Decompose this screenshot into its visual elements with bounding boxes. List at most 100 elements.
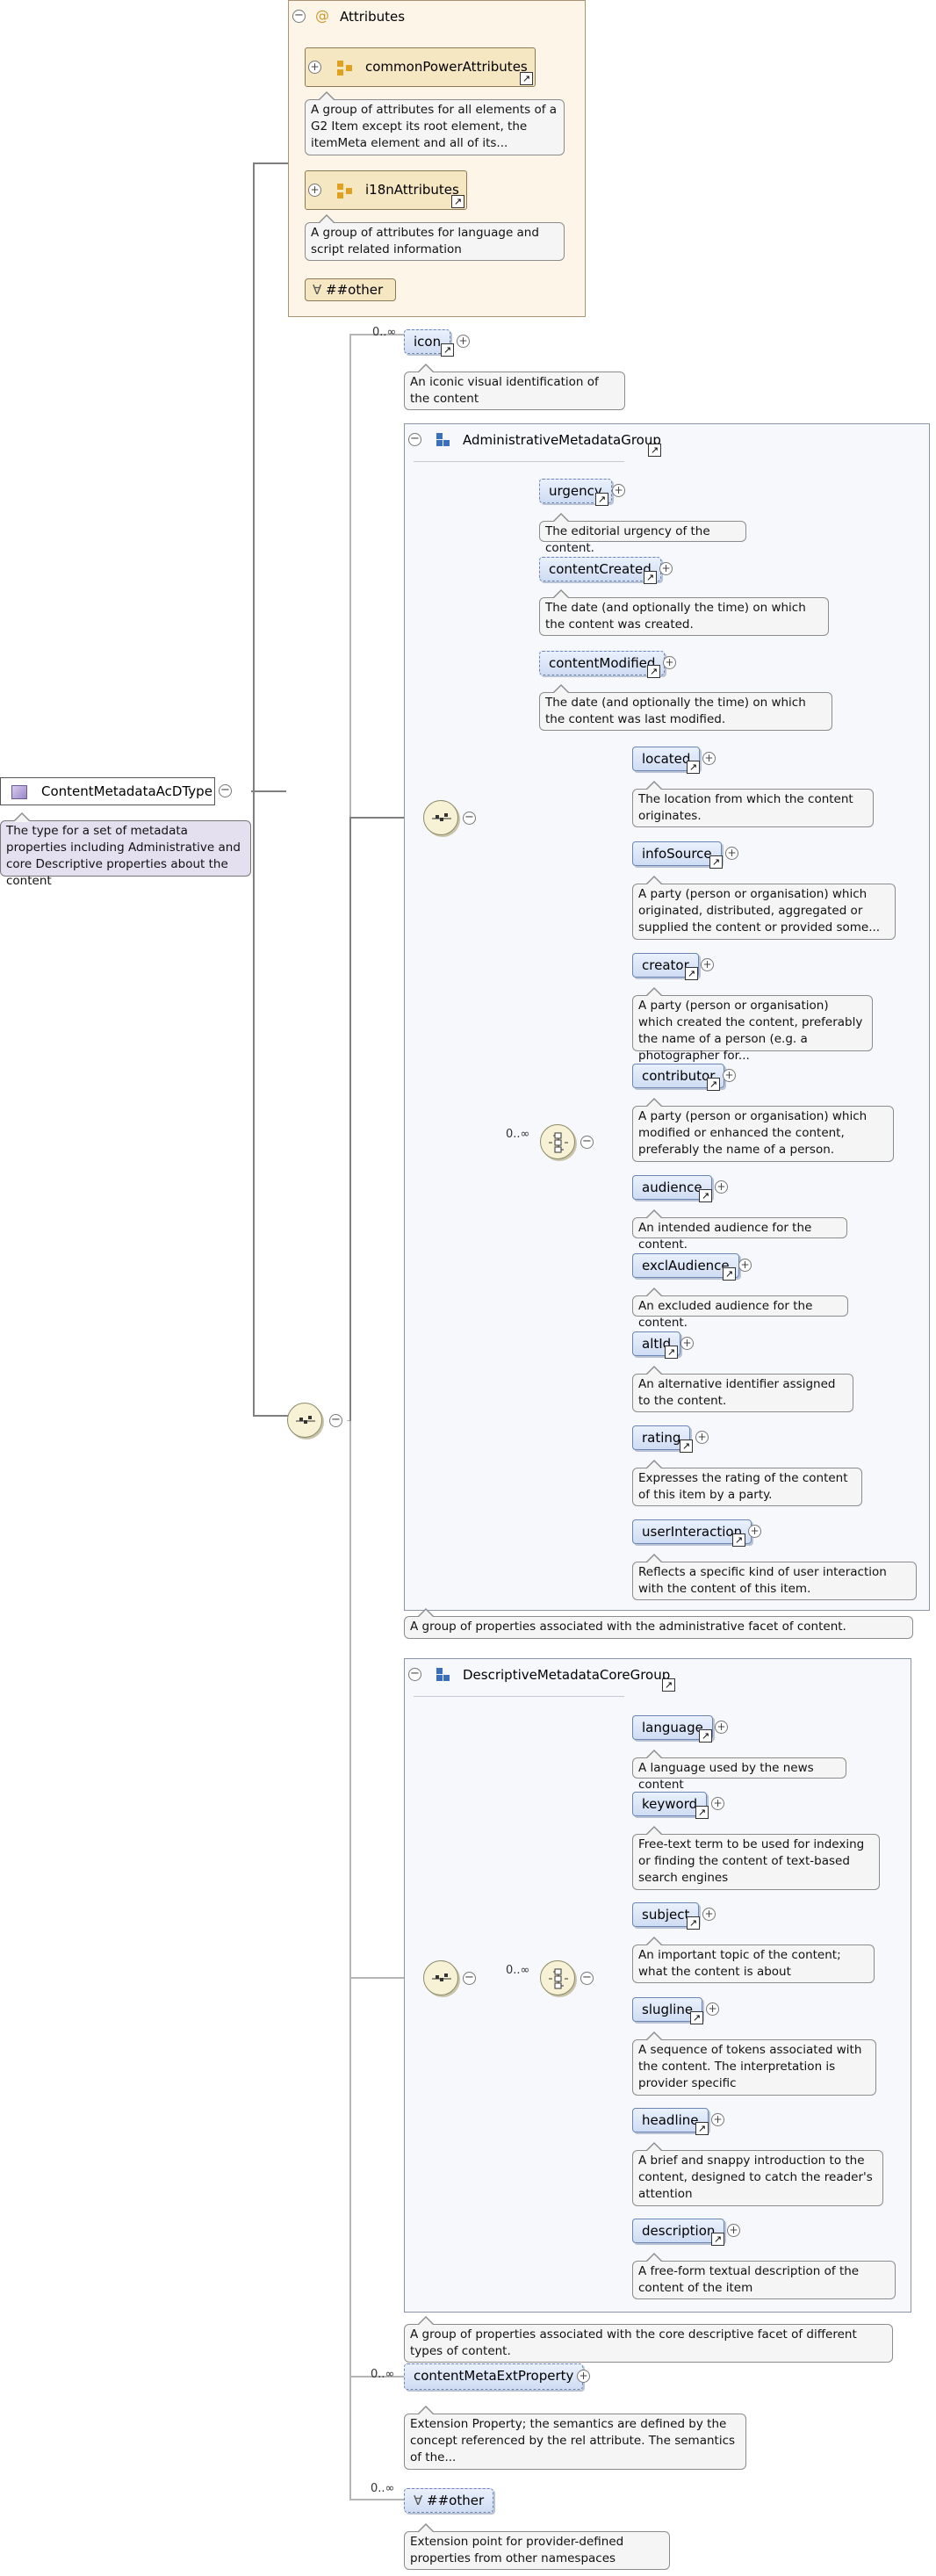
goto-definition-icon[interactable]: ↗ — [644, 571, 657, 584]
icon-cardinality: 0..∞ — [372, 326, 397, 339]
ext-cardinality: 0..∞ — [371, 2368, 395, 2381]
root-type[interactable]: ContentMetadataAcDType — [0, 777, 215, 805]
collapse-sequence-button[interactable]: − — [463, 812, 476, 825]
expand-element-button[interactable]: + — [659, 562, 673, 575]
expand-element-button[interactable]: + — [695, 1431, 709, 1444]
element-doc: An alternative identifier assigned to th… — [632, 1366, 853, 1412]
wildcard-icon: ∀ — [414, 2493, 423, 2508]
expand-element-button[interactable]: + — [715, 1721, 728, 1734]
attr-any-other[interactable]: ∀ ##other — [305, 278, 396, 301]
expand-element-button[interactable]: + — [663, 656, 676, 669]
element-contentMetaExtProperty[interactable]: contentMetaExtProperty — [404, 2363, 584, 2390]
element-name: userInteraction — [642, 1524, 743, 1540]
expand-element-button[interactable]: + — [680, 1337, 694, 1350]
goto-definition-icon[interactable]: ↗ — [732, 1533, 745, 1547]
element-doc: A party (person or organisation) which c… — [632, 987, 873, 1063]
goto-definition-icon[interactable]: ↗ — [595, 493, 608, 506]
goto-definition-icon[interactable]: ↗ — [520, 72, 533, 85]
element-exclAudience[interactable]: exclAudience — [632, 1253, 739, 1278]
collapse-group-button[interactable]: − — [408, 1668, 421, 1681]
complex-type-icon — [11, 785, 27, 799]
collapse-root-button[interactable]: − — [219, 784, 232, 797]
expand-element-button[interactable]: + — [706, 2002, 719, 2016]
collapse-choice-button[interactable]: − — [580, 1136, 594, 1149]
element-contentCreated[interactable]: contentCreated — [539, 557, 661, 581]
goto-definition-icon[interactable]: ↗ — [690, 2011, 703, 2024]
element-name: urgency — [549, 483, 602, 499]
goto-definition-icon[interactable]: ↗ — [648, 444, 661, 457]
goto-definition-icon[interactable]: ↗ — [695, 1806, 709, 1819]
expand-element-button[interactable]: + — [711, 1797, 724, 1810]
goto-definition-icon[interactable]: ↗ — [699, 1729, 712, 1743]
goto-definition-icon[interactable]: ↗ — [723, 1267, 736, 1281]
group-divider — [414, 461, 624, 462]
element-name: headline — [642, 2112, 699, 2128]
expand-attr-group-button[interactable]: + — [308, 61, 321, 74]
goto-definition-icon[interactable]: ↗ — [695, 2122, 709, 2135]
collapse-choice-button[interactable]: − — [580, 1972, 594, 1985]
element-name: language — [642, 1720, 703, 1735]
element-contentModified[interactable]: contentModified — [539, 651, 666, 675]
goto-definition-icon[interactable]: ↗ — [685, 967, 698, 980]
element-doc: Extension point for provider-defined pro… — [404, 2523, 670, 2570]
element-audience[interactable]: audience — [632, 1175, 712, 1200]
admin-choice-compositor[interactable] — [540, 1124, 575, 1159]
expand-element-button[interactable]: + — [738, 1259, 752, 1272]
goto-definition-icon[interactable]: ↗ — [711, 2233, 724, 2246]
element-name: contentCreated — [549, 561, 652, 577]
desc-sequence-compositor[interactable] — [423, 1960, 458, 1995]
goto-definition-icon[interactable]: ↗ — [687, 761, 700, 774]
expand-element-button[interactable]: + — [748, 1525, 761, 1538]
element-doc: An important topic of the content; what … — [632, 1937, 875, 1983]
expand-element-button[interactable]: + — [702, 752, 716, 765]
goto-definition-icon[interactable]: ↗ — [699, 1189, 712, 1202]
expand-attr-group-button[interactable]: + — [308, 184, 321, 197]
expand-element-button[interactable]: + — [457, 335, 470, 348]
expand-element-button[interactable]: + — [702, 1908, 716, 1921]
choice-cardinality: 0..∞ — [506, 1964, 530, 1977]
goto-definition-icon[interactable]: ↗ — [709, 855, 723, 869]
element-infoSource[interactable]: infoSource — [632, 841, 722, 866]
attributes-panel: − @ Attributes + commonPowerAttributes ↗… — [288, 0, 586, 317]
root-sequence-compositor[interactable] — [287, 1403, 322, 1438]
goto-definition-icon[interactable]: ↗ — [647, 665, 660, 678]
expand-element-button[interactable]: + — [577, 2370, 590, 2383]
element-userInteraction[interactable]: userInteraction — [632, 1519, 752, 1544]
expand-element-button[interactable]: + — [701, 958, 714, 971]
attr-group-i18nAttributes[interactable]: + i18nAttributes ↗ — [305, 170, 467, 210]
expand-element-button[interactable]: + — [725, 847, 738, 860]
element-headline[interactable]: headline — [632, 2108, 709, 2132]
collapse-group-button[interactable]: − — [408, 433, 421, 446]
expand-element-button[interactable]: + — [723, 1069, 736, 1082]
element-doc: The date (and optionally the time) on wh… — [539, 589, 829, 636]
element-any-other[interactable]: ∀ ##other — [404, 2488, 494, 2513]
desc-choice-compositor[interactable] — [540, 1960, 575, 1995]
attr-any-label: ##other — [326, 282, 384, 298]
collapse-root-sequence-button[interactable]: − — [329, 1414, 342, 1427]
element-doc: A sequence of tokens associated with the… — [632, 2031, 876, 2096]
element-doc: The editorial urgency of the content. — [539, 513, 746, 555]
collapse-attributes-button[interactable]: − — [292, 10, 306, 23]
goto-definition-icon[interactable]: ↗ — [687, 1916, 700, 1930]
element-subject[interactable]: subject — [632, 1902, 700, 1927]
expand-element-button[interactable]: + — [727, 2224, 740, 2237]
element-doc: Reflects a specific kind of user interac… — [632, 1554, 917, 1600]
element-keyword[interactable]: keyword — [632, 1792, 708, 1816]
goto-definition-icon[interactable]: ↗ — [680, 1440, 693, 1453]
goto-definition-icon[interactable]: ↗ — [441, 343, 454, 357]
attr-group-commonPowerAttributes[interactable]: + commonPowerAttributes ↗ — [305, 47, 536, 87]
goto-definition-icon[interactable]: ↗ — [451, 195, 464, 208]
admin-sequence-compositor[interactable] — [423, 800, 458, 835]
element-altId[interactable]: altId — [632, 1331, 681, 1356]
goto-definition-icon[interactable]: ↗ — [662, 1678, 675, 1692]
element-doc: The location from which the content orig… — [632, 781, 874, 827]
expand-element-button[interactable]: + — [715, 1180, 728, 1194]
choice-cardinality: 0..∞ — [506, 1128, 530, 1141]
collapse-sequence-button[interactable]: − — [463, 1972, 476, 1985]
attr-group-name: commonPowerAttributes — [365, 59, 528, 75]
element-description[interactable]: description — [632, 2219, 725, 2243]
goto-definition-icon[interactable]: ↗ — [665, 1346, 678, 1359]
expand-element-button[interactable]: + — [711, 2113, 724, 2126]
expand-element-button[interactable]: + — [612, 484, 625, 497]
goto-definition-icon[interactable]: ↗ — [707, 1078, 720, 1091]
